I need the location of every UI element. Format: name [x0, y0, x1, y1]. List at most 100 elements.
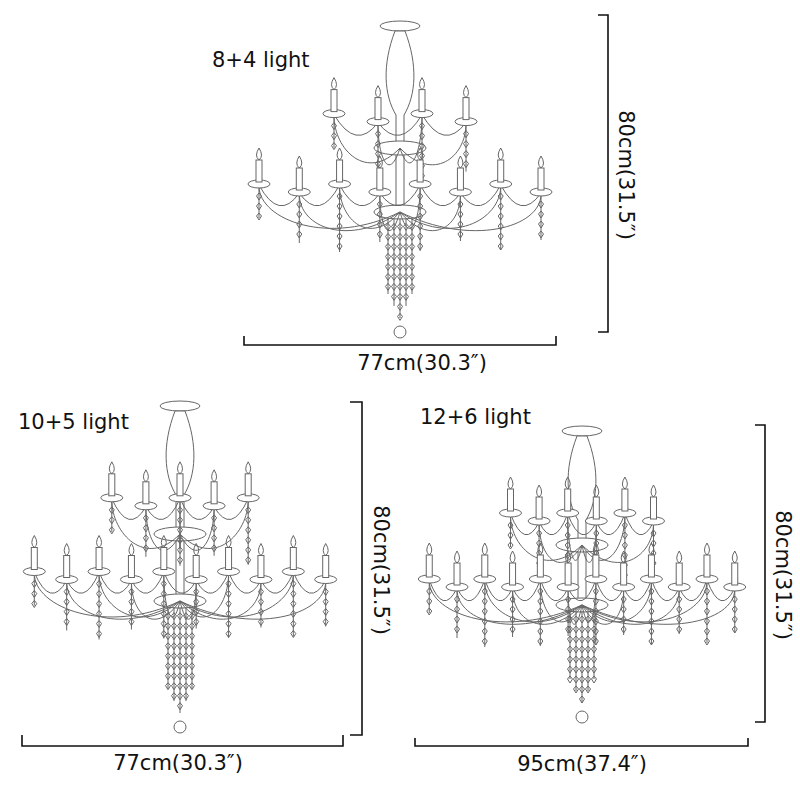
candle — [337, 160, 343, 182]
crystal-drop — [574, 666, 579, 673]
bottom-ball — [394, 326, 406, 338]
arm — [34, 574, 180, 617]
crystal-drop — [166, 663, 171, 670]
crystal-drop — [129, 589, 134, 596]
crystal-drop — [651, 530, 656, 537]
flame — [565, 477, 570, 489]
crystal-drop — [622, 522, 627, 529]
crystal-drop — [622, 532, 627, 539]
flame — [297, 156, 302, 168]
crystal-drop — [143, 525, 148, 532]
crystal-drop — [539, 231, 544, 238]
flame — [212, 470, 217, 482]
crystal-drop — [410, 273, 415, 280]
candle — [177, 474, 183, 496]
crystal-drop — [386, 233, 391, 240]
crystal-drop — [172, 693, 177, 700]
crystal-drop — [246, 537, 251, 544]
crystal-drop — [246, 557, 251, 564]
crystal-drop — [377, 211, 382, 218]
candle — [463, 98, 469, 120]
arm — [180, 582, 326, 620]
crystal-drop — [161, 581, 166, 588]
crystal-drop — [109, 517, 114, 524]
crystal-chain — [512, 591, 513, 637]
crystal-drop — [323, 589, 328, 596]
crystal-drop — [538, 588, 543, 595]
crystal-chain — [131, 584, 132, 630]
crystal-drop — [172, 633, 177, 640]
crystal-drop — [574, 626, 579, 633]
flame — [427, 543, 432, 555]
flame — [458, 156, 463, 168]
crystal-drop — [404, 253, 409, 260]
crystal-drop — [178, 557, 183, 564]
crystal-drop — [392, 263, 397, 270]
crystal-drop — [246, 527, 251, 534]
crystal-drop — [586, 616, 591, 623]
crystal-drop — [194, 599, 199, 606]
crystal-drop — [392, 243, 397, 250]
crystal-drop — [297, 201, 302, 208]
crystal-drop — [64, 599, 69, 606]
height-dimension: 80cm(31.5″) — [369, 505, 393, 635]
crystal-drop — [580, 666, 585, 673]
crystal-drop — [398, 303, 403, 310]
crystal-drop — [178, 703, 183, 710]
crystal-drop — [143, 515, 148, 522]
crystal-chain — [214, 510, 215, 556]
crystal-drop — [539, 201, 544, 208]
crystal-drop — [538, 628, 543, 635]
crystal-drop — [537, 530, 542, 537]
crystal-drop — [580, 656, 585, 663]
crystal-drop — [166, 653, 171, 660]
crystal-drop — [592, 626, 597, 633]
candle — [296, 168, 302, 190]
crystal-chain — [466, 126, 467, 172]
height-bracket — [755, 425, 765, 722]
crystal-drop — [178, 527, 183, 534]
crystal-drop — [332, 133, 337, 140]
crystal-drop — [172, 663, 177, 670]
crystal-drop — [592, 676, 597, 683]
arm — [380, 194, 400, 231]
crystal-drop — [621, 596, 626, 603]
crystal-drop — [621, 606, 626, 613]
model-label: 12+6 light — [420, 405, 531, 429]
crystal-drop — [323, 609, 328, 616]
crystal-drop — [649, 638, 654, 645]
crystal-drop — [377, 201, 382, 208]
crystal-drop — [190, 623, 195, 630]
crystal-drop — [498, 233, 503, 240]
candle — [323, 556, 329, 578]
crystal-drop — [376, 131, 381, 138]
candle — [565, 563, 571, 585]
crystal-drop — [184, 663, 189, 670]
flame — [539, 156, 544, 168]
width-bracket — [22, 735, 343, 746]
flame — [226, 536, 231, 548]
crystal-drop — [732, 606, 737, 613]
arm — [180, 582, 196, 620]
crystal-drop — [508, 522, 513, 529]
crystal-drop — [64, 619, 69, 626]
crystal-drop — [386, 223, 391, 230]
crystal-drop — [427, 608, 432, 615]
crystal-drop — [97, 581, 102, 588]
crystal-drop — [337, 233, 342, 240]
flame — [508, 477, 513, 489]
arm — [259, 186, 400, 228]
crystal-drop — [404, 293, 409, 300]
flame — [109, 462, 114, 474]
crystal-drop — [464, 161, 469, 168]
candle — [417, 160, 423, 182]
candle — [704, 555, 710, 577]
flame — [677, 551, 682, 563]
arm — [582, 589, 735, 624]
flame — [64, 544, 69, 556]
crystal-drop — [172, 673, 177, 680]
candle — [651, 497, 657, 519]
crystal-drop — [172, 653, 177, 660]
crystal-drop — [704, 598, 709, 605]
crystal-drop — [386, 263, 391, 270]
